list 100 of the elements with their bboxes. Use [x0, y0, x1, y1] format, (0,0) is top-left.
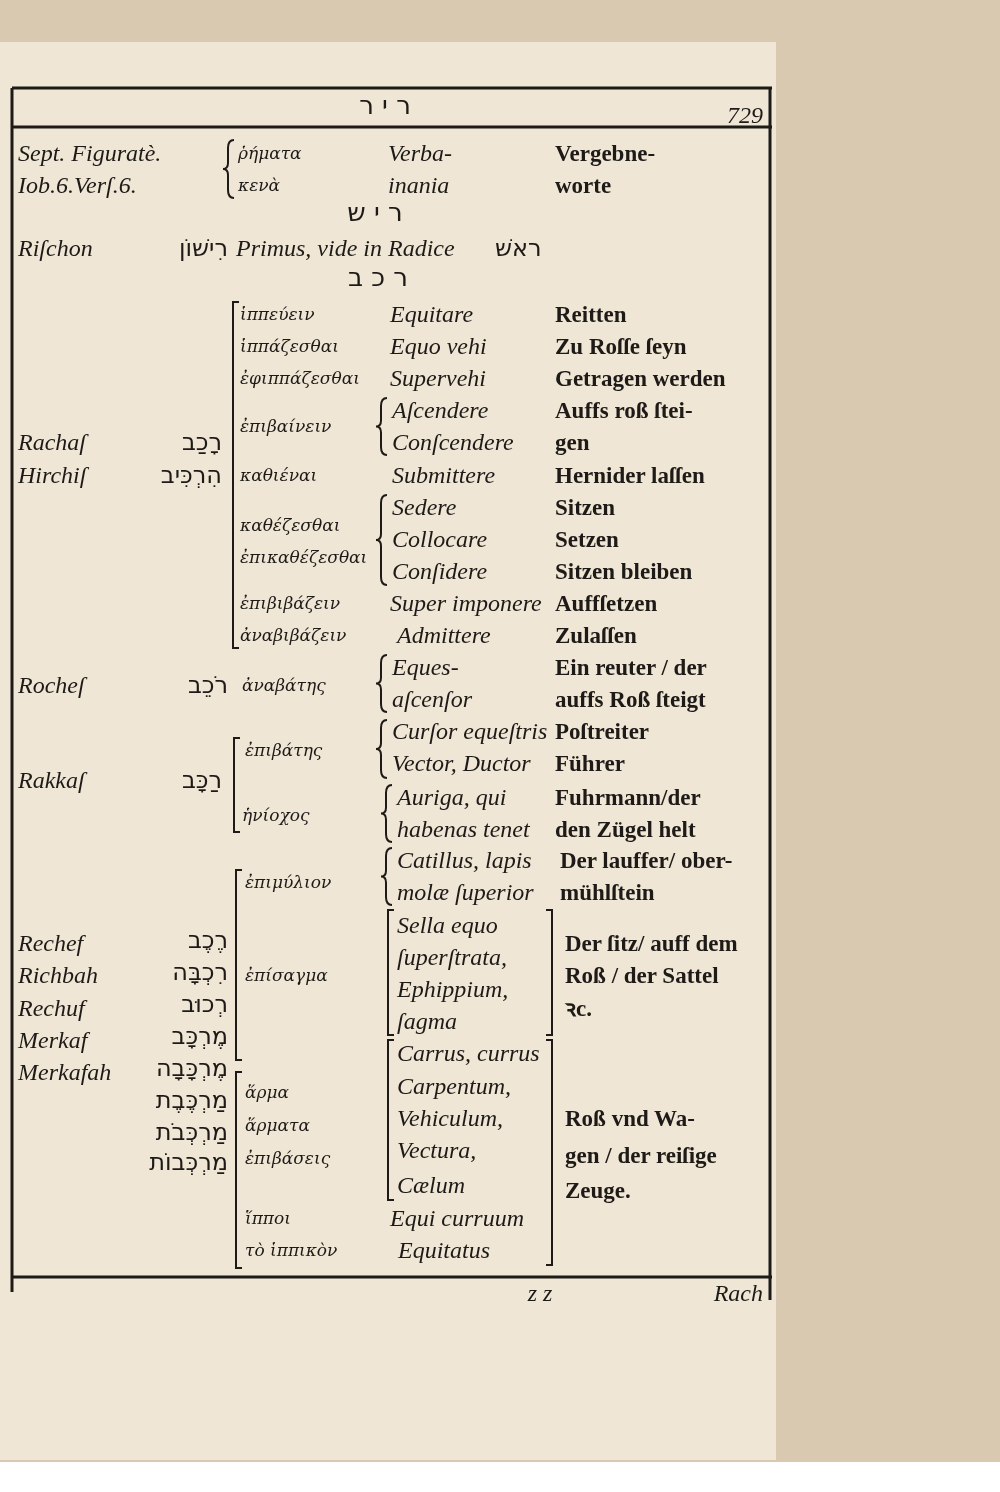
german-word: Hernider laſſen [555, 463, 705, 487]
hebrew-root-heading: ר כ ב [348, 264, 408, 290]
latin-word: Primus, vide in Radice [236, 236, 455, 260]
latin-word: ſagma [397, 1009, 457, 1033]
greek-word: ἀναβάτης [242, 676, 326, 694]
latin-word: Eques- [392, 655, 459, 679]
hebrew-word: הִרְכִּיב [160, 463, 222, 487]
greek-word: ῥήματα [238, 144, 302, 162]
latin-word: Carrus, currus [397, 1041, 540, 1065]
hebrew-word: רַכָּב [181, 768, 222, 792]
german-word: gen / der reiſige [565, 1143, 717, 1167]
latin-word: Sedere [392, 495, 457, 519]
page-text: 729 [727, 103, 763, 127]
greek-word: τὸ ἱππικὸν [245, 1241, 338, 1259]
german-word: Der ſitz/ auff dem [565, 931, 738, 955]
hebrew-word: מֶרְכָּבָה [155, 1056, 228, 1080]
hebrew-word: רִישׁוֹן [179, 236, 228, 260]
greek-word: ἐπιβαίνειν [240, 417, 332, 435]
german-word: Roß vnd Wa- [565, 1106, 695, 1130]
latin-word: ſuperſtrata, [397, 945, 507, 969]
hebrew-word: רֹכֵב [187, 673, 228, 697]
greek-word: ἐφιππάζεσθαι [240, 369, 360, 387]
german-word: gen [555, 430, 590, 454]
latin-word: Curſor equeſtris [392, 719, 548, 743]
hebrew-word: מַרְכְּבֹת [155, 1120, 228, 1144]
latin-word: Hirchiſ [18, 463, 87, 487]
greek-word: ἅρμα [245, 1083, 289, 1101]
latin-word: Submittere [392, 463, 496, 487]
greek-word: ἵπποι [245, 1209, 291, 1227]
latin-word: Supervehi [390, 366, 486, 390]
latin-word: Auriga, qui [397, 785, 507, 809]
hebrew-root-heading: ר י ר [359, 92, 411, 118]
latin-word: aſcenſor [392, 687, 472, 711]
latin-word: Admittere [397, 623, 491, 647]
german-word: worte [555, 173, 612, 197]
german-word: Auffs roß ſtei- [555, 398, 693, 422]
latin-word: Equitatus [398, 1238, 490, 1262]
greek-word: ἡνίοχος [242, 806, 310, 824]
greek-word: ἱππάζεσθαι [240, 337, 339, 355]
german-word: Getragen werden [555, 366, 726, 390]
latin-word: Carpentum, [397, 1074, 511, 1098]
german-word: Zeuge. [565, 1178, 631, 1202]
greek-word: καθέζεσθαι [240, 516, 341, 534]
latin-word: Equo vehi [390, 334, 487, 358]
latin-word: Conſcendere [392, 430, 514, 454]
latin-word: Equi curruum [390, 1206, 524, 1230]
german-word: auffs Roß ſteigt [555, 687, 706, 711]
latin-word: Conſidere [392, 559, 488, 583]
latin-word: inania [388, 173, 450, 197]
hebrew-word: ראשׁ [495, 236, 542, 260]
latin-word: Collocare [392, 527, 488, 551]
latin-word: Merkaf [18, 1028, 88, 1052]
german-word: Zulaſſen [555, 623, 637, 647]
greek-word: ἅρματα [245, 1116, 310, 1134]
latin-word: Richbah [18, 963, 98, 987]
german-word: Sitzen bleiben [555, 559, 693, 583]
german-word: Der lauffer/ ober- [560, 848, 733, 872]
hebrew-word: רְכוּב [181, 992, 228, 1016]
latin-word: Vehiculum, [397, 1106, 503, 1130]
german-word: Führer [555, 751, 625, 775]
greek-word: ἐπιβάσεις [245, 1149, 331, 1167]
latin-word: Iob.6.Verſ.6. [18, 173, 137, 197]
greek-word: ἐπίσαγμα [245, 966, 328, 984]
german-word: Fuhrmann/der [555, 785, 701, 809]
german-word: Roß / der Sattel [565, 963, 719, 987]
german-word: Zu Roſſe ſeyn [555, 334, 687, 358]
german-word: Reitten [555, 302, 627, 326]
latin-word: Riſchon [18, 236, 93, 260]
latin-word: Catillus, lapis [397, 848, 532, 872]
page-text: Rach [713, 1281, 763, 1305]
hebrew-word: מַרְכֶּבֶת [155, 1088, 228, 1112]
greek-word: ἀναβιβάζειν [240, 626, 347, 644]
latin-word: Aſcendere [392, 398, 489, 422]
hebrew-word: מֶרְכָּב [171, 1024, 228, 1048]
latin-word: Rechef [18, 931, 84, 955]
hebrew-word: מַרְכְּבוֹת [149, 1150, 228, 1174]
german-word: Setzen [555, 527, 619, 551]
german-word: Vergebne- [555, 141, 656, 165]
latin-word: molæ ſuperior [397, 880, 534, 904]
greek-word: ἐπιβιβάζειν [240, 594, 341, 612]
latin-word: Cælum [397, 1173, 465, 1197]
hebrew-word: רָכַב [181, 430, 222, 454]
greek-word: ἱππεύειν [240, 305, 315, 323]
german-word: Poſtreiter [555, 719, 650, 743]
latin-word: Sella equo [397, 913, 498, 937]
greek-word: κενὰ [238, 176, 281, 194]
german-word: den Zügel helt [555, 817, 696, 841]
latin-word: habenas tenet [397, 817, 530, 841]
hebrew-word: רֶכֶב [187, 928, 228, 952]
hebrew-root-heading: ר י ש [347, 199, 403, 225]
greek-word: ἐπικαθέζεσθαι [240, 548, 368, 566]
latin-word: Ephippium, [397, 977, 509, 1001]
greek-word: ἐπιβάτης [245, 741, 323, 759]
latin-word: Verba- [388, 141, 452, 165]
latin-word: Vectura, [397, 1138, 477, 1162]
hebrew-word: רִכְבָּה [172, 960, 228, 984]
latin-word: Vector, Ductor [392, 751, 531, 775]
latin-word: Merkafah [18, 1060, 112, 1084]
latin-word: Super imponere [390, 591, 542, 615]
german-word: Sitzen [555, 495, 616, 519]
